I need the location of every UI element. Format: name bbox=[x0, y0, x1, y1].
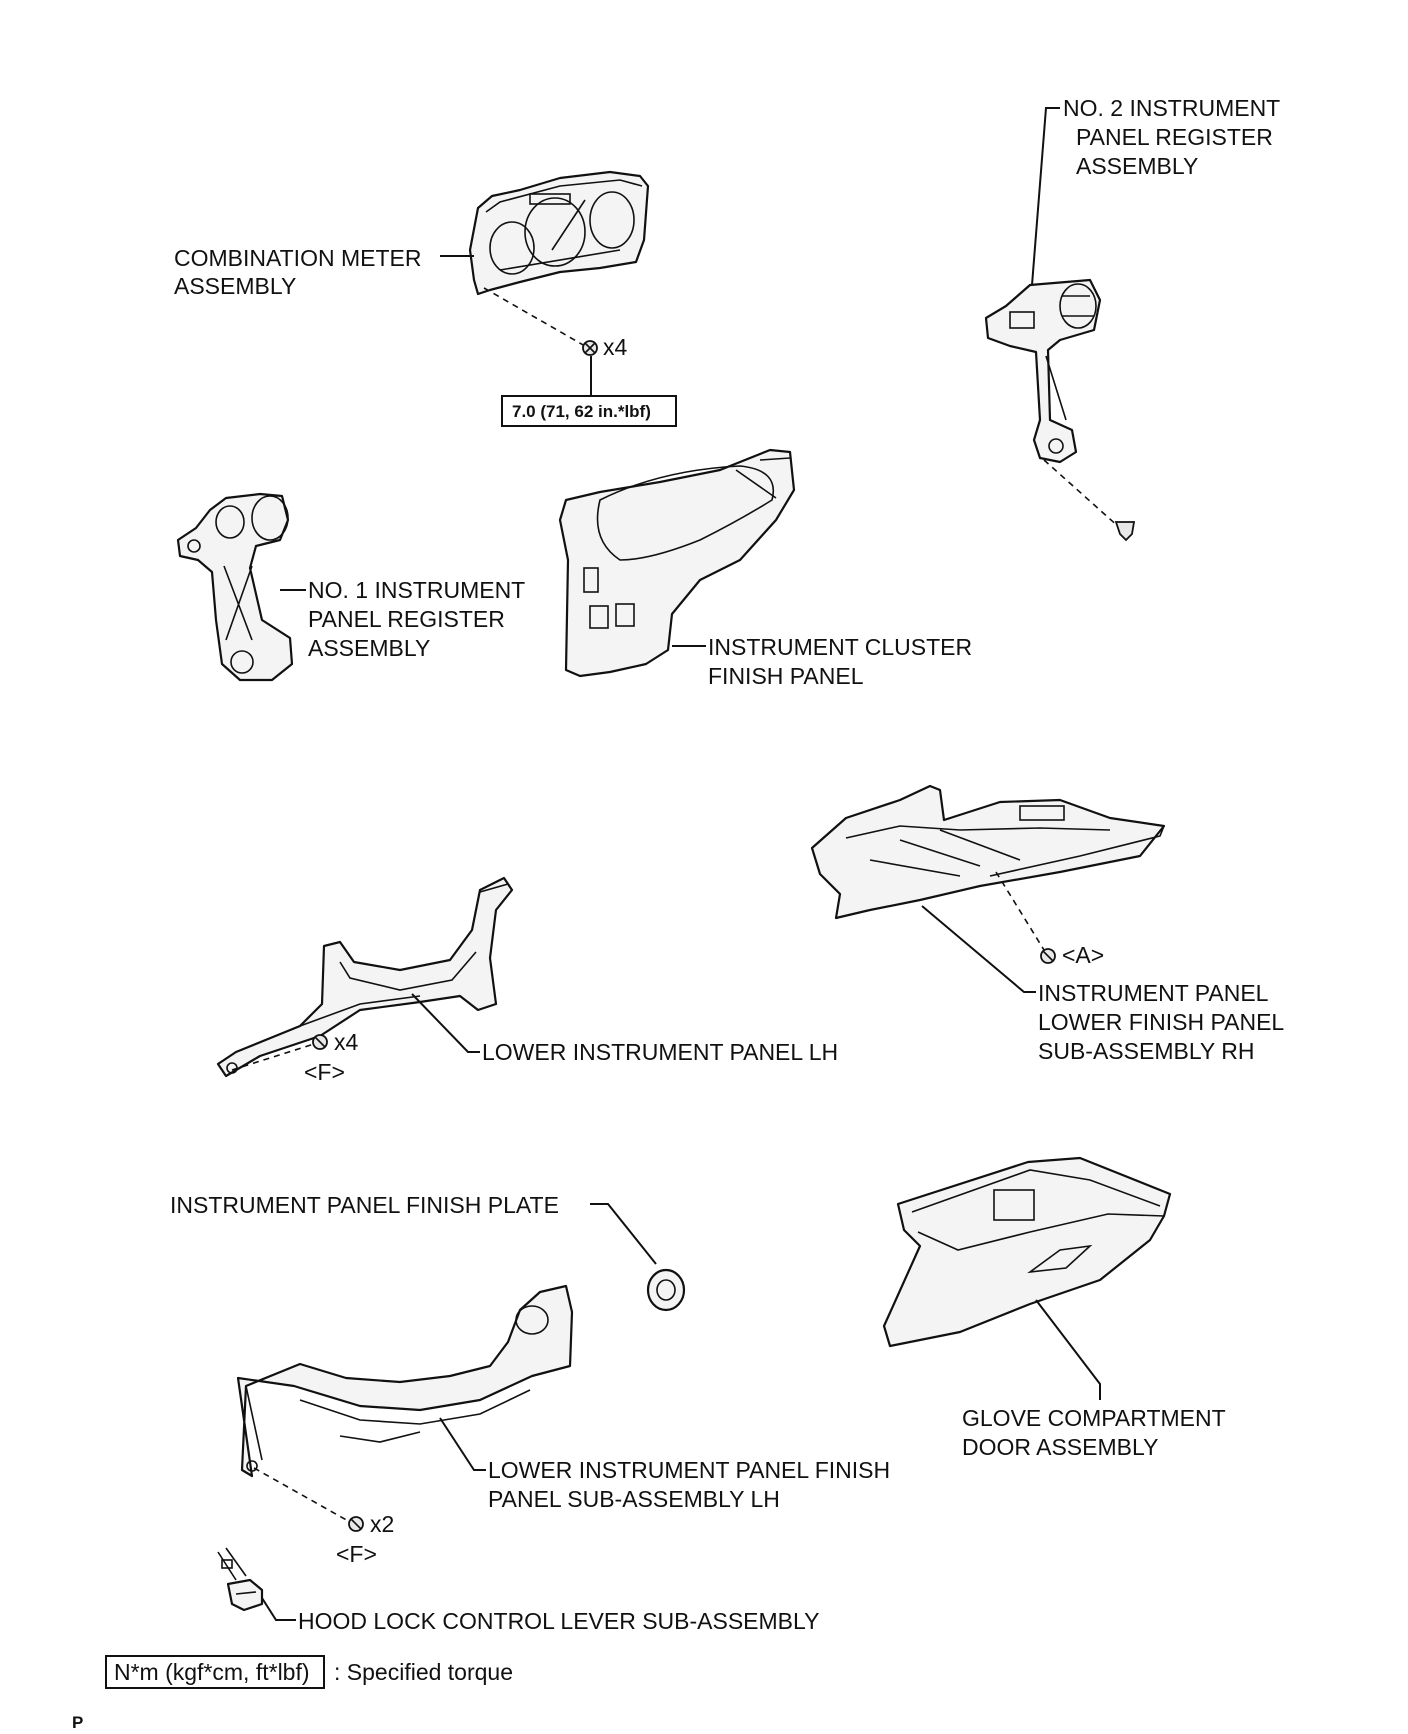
lower-finish-panel-rh-leader bbox=[921, 905, 1036, 993]
meter-screw-qty: x4 bbox=[603, 334, 628, 360]
lower-finish-panel-rh-drawing bbox=[810, 784, 1166, 920]
finish-lh-screw-qty: x2 bbox=[370, 1511, 394, 1537]
finish-lh-screw-dashline bbox=[253, 1467, 351, 1523]
cluster-finish-panel-label-1: INSTRUMENT CLUSTER bbox=[708, 634, 972, 660]
page-footer-code: P bbox=[72, 1713, 83, 1732]
glove-compartment-drawing bbox=[882, 1156, 1172, 1348]
lower-finish-panel-rh-label-3: SUB-ASSEMBLY RH bbox=[1038, 1038, 1254, 1064]
lower-finish-panel-lh-label-2: PANEL SUB-ASSEMBLY LH bbox=[488, 1486, 780, 1512]
no2-register-label-3: ASSEMBLY bbox=[1076, 153, 1198, 179]
lower-lh-screw-icon bbox=[312, 1034, 328, 1050]
meter-screw-icon bbox=[582, 340, 598, 356]
rh-screw-code: <A> bbox=[1062, 942, 1104, 968]
meter-screw-dashline bbox=[483, 287, 586, 347]
no2-register-clip-icon bbox=[1114, 521, 1136, 542]
hood-lock-lever-leader bbox=[261, 1597, 296, 1621]
no1-register-drawing bbox=[176, 492, 294, 682]
no2-register-leader bbox=[1031, 107, 1060, 286]
cluster-finish-panel-drawing bbox=[558, 448, 796, 678]
combination-meter-label-1: COMBINATION METER bbox=[174, 245, 421, 271]
finish-plate-drawing bbox=[646, 1268, 686, 1312]
meter-torque-box bbox=[501, 395, 677, 427]
no1-register-label-2: PANEL REGISTER bbox=[308, 606, 505, 632]
finish-lh-screw-icon bbox=[348, 1516, 364, 1532]
lower-finish-panel-rh-label-2: LOWER FINISH PANEL bbox=[1038, 1009, 1284, 1035]
torque-legend-description: : Specified torque bbox=[334, 1659, 513, 1685]
lower-lh-screw-dashline bbox=[231, 1043, 315, 1071]
lower-finish-panel-lh-label-1: LOWER INSTRUMENT PANEL FINISH bbox=[488, 1457, 890, 1483]
lower-finish-panel-lh-leader bbox=[439, 1417, 486, 1471]
torque-legend-box bbox=[105, 1655, 325, 1689]
lower-finish-panel-lh-drawing bbox=[236, 1284, 574, 1478]
lower-panel-lh-drawing bbox=[216, 876, 514, 1078]
no2-register-label-2: PANEL REGISTER bbox=[1076, 124, 1273, 150]
torque-legend-unit: N*m (kgf*cm, ft*lbf) bbox=[114, 1659, 310, 1685]
rh-screw-dashline bbox=[995, 871, 1045, 951]
hood-lock-lever-label: HOOD LOCK CONTROL LEVER SUB-ASSEMBLY bbox=[298, 1608, 819, 1634]
lower-lh-screw-qty: x4 bbox=[334, 1029, 359, 1055]
rh-screw-icon bbox=[1040, 948, 1056, 964]
no2-register-label-1: NO. 2 INSTRUMENT bbox=[1063, 95, 1280, 121]
lower-panel-lh-leader bbox=[411, 993, 480, 1053]
no1-register-label-1: NO. 1 INSTRUMENT bbox=[308, 577, 525, 603]
finish-plate-leader bbox=[590, 1203, 657, 1265]
no1-register-label-3: ASSEMBLY bbox=[308, 635, 430, 661]
glove-compartment-label-2: DOOR ASSEMBLY bbox=[962, 1434, 1158, 1460]
glove-compartment-leader bbox=[1035, 1299, 1101, 1400]
lower-finish-panel-rh-label-1: INSTRUMENT PANEL bbox=[1038, 980, 1269, 1006]
combination-meter-drawing bbox=[468, 170, 650, 296]
no2-register-drawing bbox=[984, 278, 1102, 464]
cluster-finish-panel-label-2: FINISH PANEL bbox=[708, 663, 864, 689]
no2-register-dashline bbox=[1043, 459, 1121, 529]
glove-compartment-label-1: GLOVE COMPARTMENT bbox=[962, 1405, 1226, 1431]
lower-panel-lh-label: LOWER INSTRUMENT PANEL LH bbox=[482, 1039, 838, 1065]
lower-lh-screw-code: <F> bbox=[304, 1059, 345, 1085]
hood-lock-lever-drawing bbox=[217, 1547, 264, 1612]
finish-plate-label: INSTRUMENT PANEL FINISH PLATE bbox=[170, 1192, 559, 1218]
finish-lh-screw-code: <F> bbox=[336, 1541, 377, 1567]
meter-torque-value: 7.0 (71, 62 in.*lbf) bbox=[512, 402, 651, 421]
combination-meter-label-2: ASSEMBLY bbox=[174, 273, 296, 299]
